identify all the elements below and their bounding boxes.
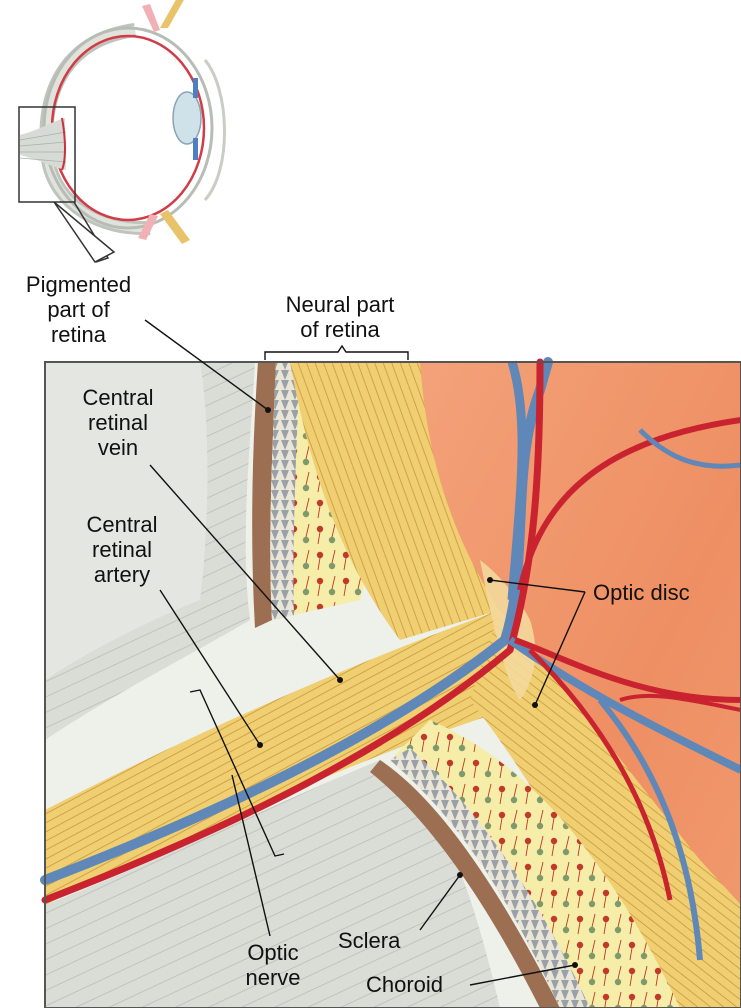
label-central-artery: Central retinal artery — [62, 512, 182, 587]
eye-thumbnail — [19, 0, 225, 262]
label-pigmented-part: Pigmented part of retina — [6, 272, 151, 347]
label-sclera: Sclera — [338, 928, 428, 953]
label-optic-nerve: Optic nerve — [228, 940, 318, 990]
label-optic-disc: Optic disc — [593, 580, 733, 605]
neural-part-bracket — [265, 346, 408, 360]
label-central-vein: Central retinal vein — [58, 385, 178, 460]
label-choroid: Choroid — [366, 972, 476, 997]
label-neural-part: Neural part of retina — [255, 292, 425, 342]
